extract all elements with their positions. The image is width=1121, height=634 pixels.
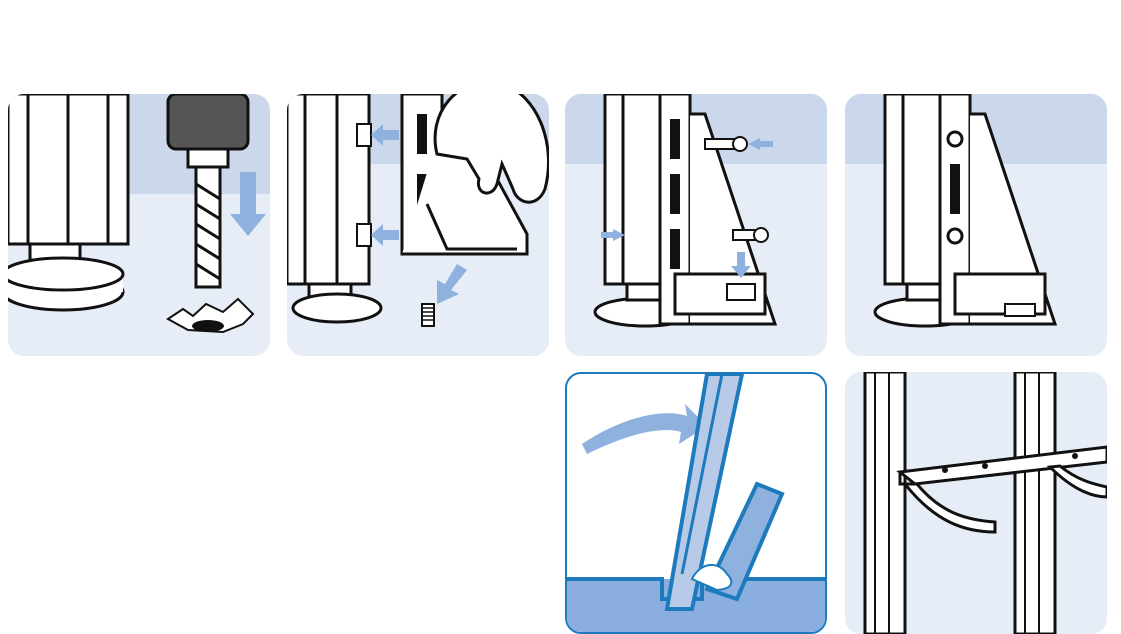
mounted-bracket-icon (845, 94, 1107, 356)
step-1-panel (8, 94, 270, 356)
step-2-panel (287, 94, 549, 356)
step-5-panel (565, 372, 827, 634)
attach-bracket-icon (287, 94, 549, 356)
step-3-panel (565, 94, 827, 356)
seal-gap-icon (567, 374, 825, 632)
step-6-panel (845, 372, 1107, 634)
shelf-installed-icon (845, 372, 1107, 634)
insert-bolts-icon (565, 94, 827, 356)
drill-floor-icon (8, 94, 270, 356)
step-4-panel (845, 94, 1107, 356)
